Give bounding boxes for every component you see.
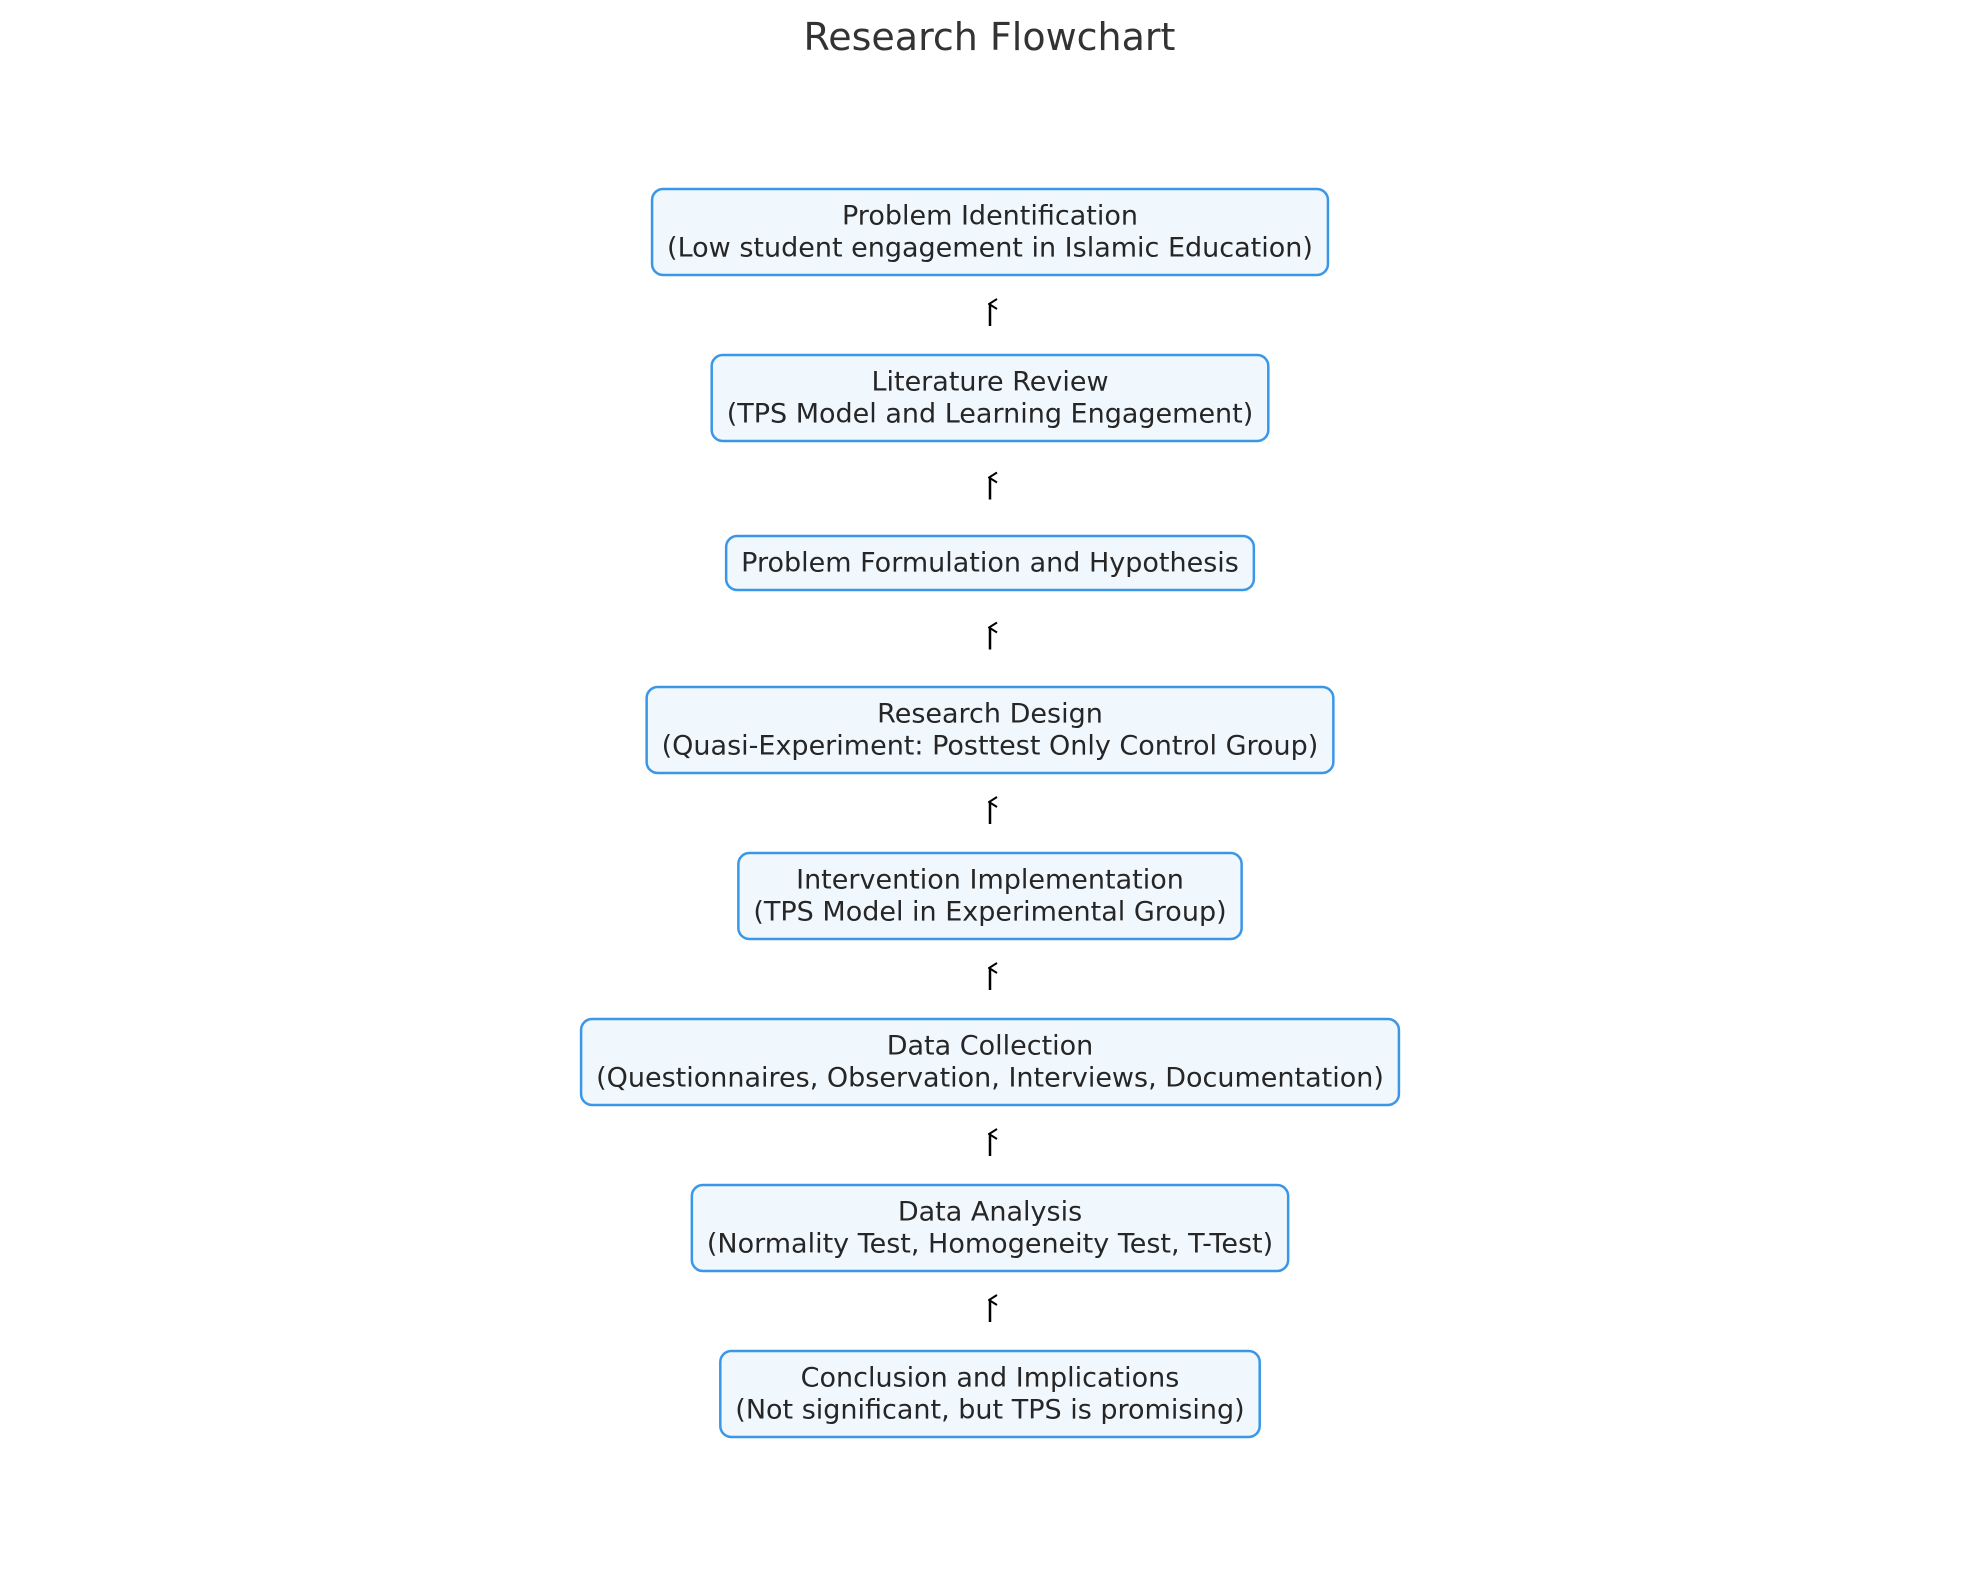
step-title: Conclusion and Implications (801, 1363, 1180, 1394)
step-box (690, 1183, 1290, 1273)
step-title: Data Collection (887, 1031, 1094, 1062)
flow-step: Intervention Implementation(TPS Model in… (737, 851, 1243, 941)
flow-step: Data Collection(Questionnaires, Observat… (579, 1017, 1401, 1107)
step-box (645, 685, 1335, 775)
flow-step: Problem Formulation and Hypothesis (724, 534, 1256, 592)
step-box (737, 851, 1243, 941)
step-title: Research Design (877, 699, 1103, 730)
flow-step: Problem Identification(Low student engag… (650, 187, 1330, 277)
flow-step: Research Design(Quasi-Experiment: Postte… (645, 685, 1335, 775)
step-detail: (Normality Test, Homogeneity Test, T-Tes… (707, 1229, 1273, 1260)
steps-group: Problem Identification(Low student engag… (579, 187, 1401, 1439)
flow-step: Data Analysis(Normality Test, Homogeneit… (690, 1183, 1290, 1273)
step-detail: (Questionnaires, Observation, Interviews… (596, 1063, 1384, 1094)
flow-step: Conclusion and Implications(Not signific… (719, 1349, 1261, 1439)
step-box (650, 187, 1330, 277)
step-box (719, 1349, 1261, 1439)
step-title: Data Analysis (898, 1197, 1082, 1228)
step-box (579, 1017, 1401, 1107)
step-box (724, 534, 1256, 592)
step-title: Intervention Implementation (796, 865, 1184, 896)
step-title: Problem Identification (842, 201, 1138, 232)
diagram-title: Research Flowchart (803, 15, 1176, 59)
step-box (710, 353, 1270, 443)
step-detail: (TPS Model in Experimental Group) (753, 897, 1226, 928)
flow-step: Literature Review(TPS Model and Learning… (710, 353, 1270, 443)
step-detail: (TPS Model and Learning Engagement) (727, 399, 1254, 430)
step-detail: (Quasi-Experiment: Posttest Only Control… (662, 731, 1319, 762)
step-title: Literature Review (871, 367, 1108, 398)
step-detail: (Low student engagement in Islamic Educa… (667, 233, 1313, 264)
step-title: Problem Formulation and Hypothesis (741, 548, 1239, 579)
step-detail: (Not significant, but TPS is promising) (735, 1395, 1244, 1426)
